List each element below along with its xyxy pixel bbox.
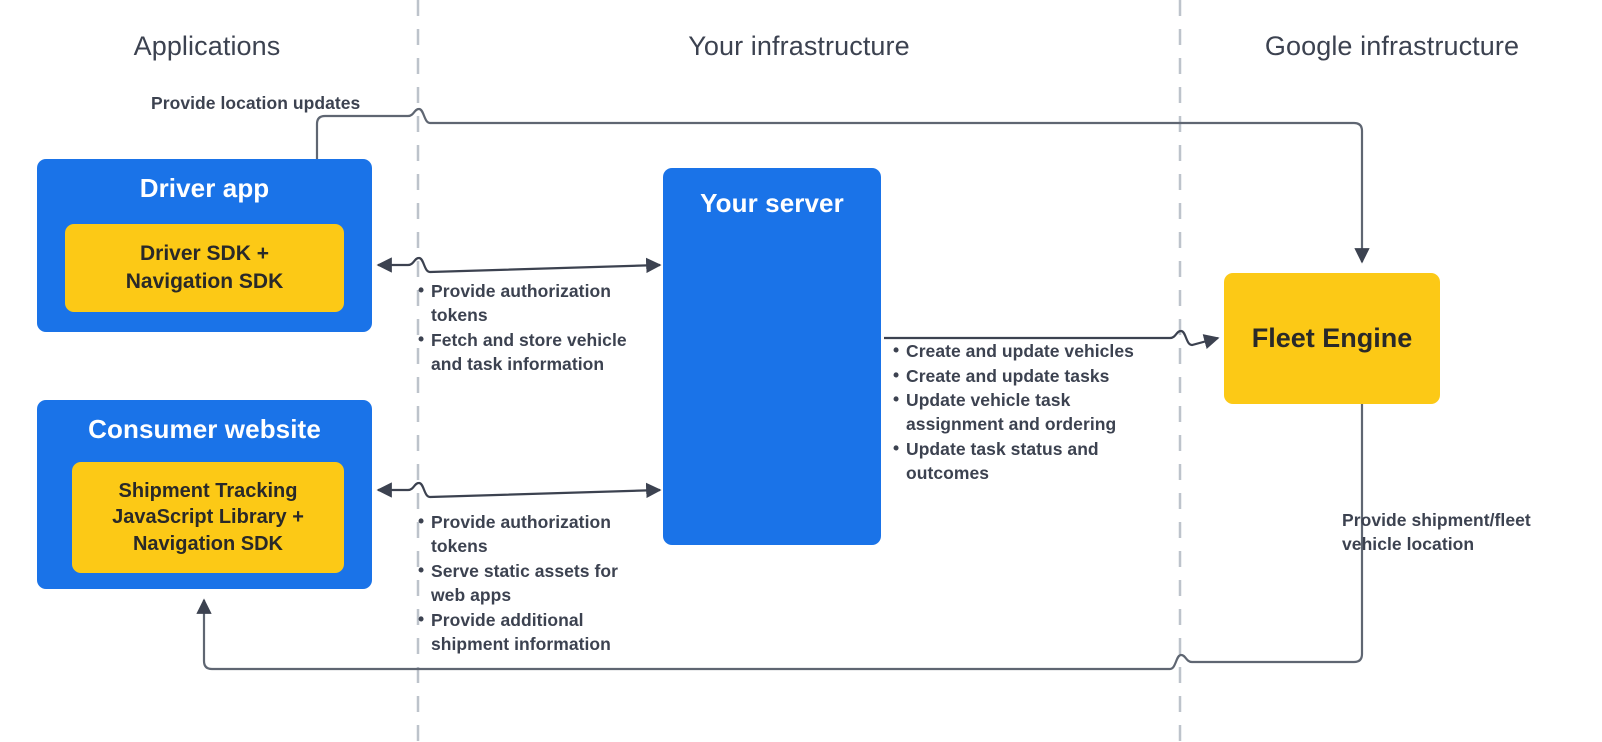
driver-sdk-line-1: Driver SDK + <box>140 242 269 266</box>
annotation-item: Provide additional shipment information <box>418 607 653 656</box>
node-shipment-tracking-js-library[interactable]: Shipment Tracking JavaScript Library + N… <box>72 462 344 573</box>
shipment-lib-line-2: JavaScript Library + <box>112 506 304 529</box>
node-consumer-website[interactable]: Consumer website Shipment Tracking JavaS… <box>37 400 372 589</box>
annotation-your-server-to-fleet-engine: Create and update vehicles Create and up… <box>893 338 1158 486</box>
annotation-list: Provide authorization tokens Serve stati… <box>418 509 653 656</box>
annotation-driver-app-to-your-server: Provide authorization tokens Fetch and s… <box>418 278 653 377</box>
driver-sdk-line-2: Navigation SDK <box>125 270 284 293</box>
node-fleet-engine[interactable]: Fleet Engine <box>1224 273 1440 404</box>
annotation-list: Provide authorization tokens Fetch and s… <box>418 278 653 376</box>
node-driver-sdk-navigation-sdk[interactable]: Driver SDK + Navigation SDK <box>65 224 344 312</box>
shipment-lib-line-3: Navigation SDK <box>132 532 284 555</box>
shipment-lib-line-1: Shipment Tracking <box>118 479 298 502</box>
annotation-item: Create and update vehicles <box>893 338 1158 363</box>
annotation-item: Fetch and store vehicle and task informa… <box>418 327 653 376</box>
annotation-item: Serve static assets for web apps <box>418 558 653 607</box>
wire-driver-app-to-your-server <box>376 256 662 274</box>
label-provide-shipment-fleet-vehicle-location: Provide shipment/fleet vehicle location <box>1342 510 1531 555</box>
your-server-title: Your server <box>700 188 844 218</box>
driver-app-title: Driver app <box>139 173 270 203</box>
annotation-list: Create and update vehicles Create and up… <box>893 338 1158 485</box>
annotation-item: Provide authorization tokens <box>418 278 653 327</box>
fleet-engine-title: Fleet Engine <box>1251 323 1413 353</box>
label-provide-location-updates: Provide location updates <box>151 93 361 113</box>
zone-title-google-infrastructure: Google infrastructure <box>1264 31 1520 61</box>
annotation-item: Provide authorization tokens <box>418 509 653 558</box>
zone-title-your-infrastructure: Your infrastructure <box>688 31 910 61</box>
annotation-consumer-website-to-your-server: Provide authorization tokens Serve stati… <box>418 509 653 656</box>
wire-consumer-website-to-your-server <box>376 481 662 499</box>
annotation-item: Create and update tasks <box>893 363 1158 388</box>
annotation-item: Update vehicle task assignment and order… <box>893 387 1158 436</box>
node-driver-app[interactable]: Driver app Driver SDK + Navigation SDK <box>37 159 372 332</box>
annotation-item: Update task status and outcomes <box>893 436 1158 485</box>
consumer-website-title: Consumer website <box>88 414 321 444</box>
zone-title-applications: Applications <box>133 31 281 61</box>
node-your-server[interactable]: Your server <box>663 168 881 545</box>
